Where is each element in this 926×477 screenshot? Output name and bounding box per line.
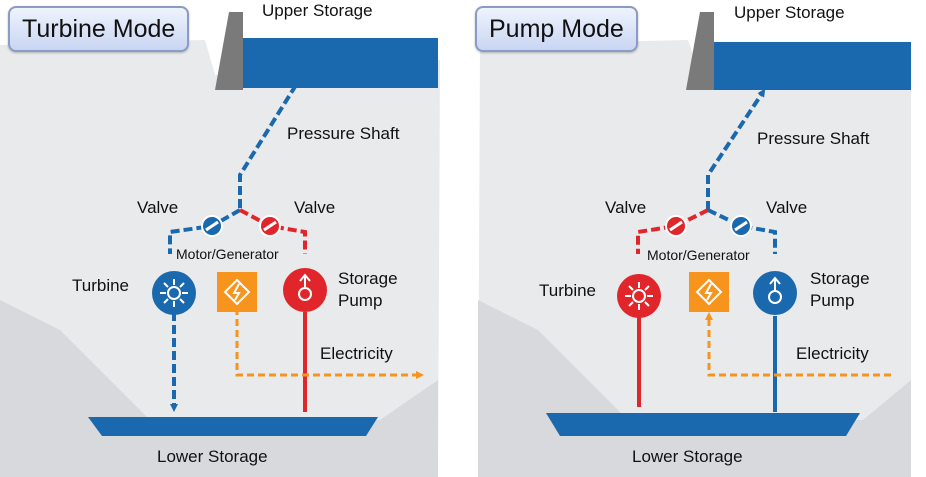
rock-mass <box>0 40 440 477</box>
lower-storage-label: Lower Storage <box>157 447 268 466</box>
mode-title: Turbine Mode <box>8 6 190 52</box>
turbine-mode-panel: Turbine Mode Upper Storage Pressure Shaf… <box>0 1 440 477</box>
mode-title: Pump Mode <box>475 6 638 52</box>
pump-up-arrow-icon <box>753 271 797 315</box>
upper-storage-water <box>243 38 438 88</box>
valve-left-label: Valve <box>137 198 179 217</box>
upper-storage-label: Upper Storage <box>734 3 845 22</box>
pressure-shaft-label: Pressure Shaft <box>287 124 400 143</box>
electricity-label: Electricity <box>796 344 869 363</box>
valve-pipe-right <box>707 208 777 254</box>
pressure-shaft-line <box>238 83 298 210</box>
valve-pipe-right <box>239 208 307 254</box>
turbine-fan-icon <box>152 271 196 315</box>
storage-pump-label: Storage Pump <box>810 269 870 310</box>
turbine-label: Turbine <box>539 281 597 300</box>
upper-storage-label: Upper Storage <box>262 1 373 20</box>
motor-generator-label: Motor/Generator <box>176 246 279 262</box>
lower-storage-water <box>546 413 860 436</box>
storage-pump-label: Storage Pump <box>338 269 398 310</box>
valve-pipe-left <box>636 208 709 254</box>
pump-up-arrow-icon <box>283 268 327 312</box>
electricity-line <box>235 308 424 379</box>
upper-storage-water <box>714 42 911 90</box>
turbine-label: Turbine <box>72 276 130 295</box>
pressure-shaft-line <box>706 88 766 210</box>
pump-mode-diagram <box>478 12 911 477</box>
turbine-mode-diagram <box>0 12 440 477</box>
valve-right-label: Valve <box>294 198 336 217</box>
lightning-bolt-icon <box>695 278 723 306</box>
motor-generator-label: Motor/Generator <box>647 247 750 263</box>
turbine-fan-icon <box>617 274 661 318</box>
pressure-shaft-label: Pressure Shaft <box>757 129 870 148</box>
dam <box>686 12 714 90</box>
electricity-line <box>705 312 891 377</box>
lower-storage-water <box>88 417 378 436</box>
electricity-label: Electricity <box>320 344 393 363</box>
valve-left-label: Valve <box>605 198 647 217</box>
lightning-bolt-icon <box>223 278 251 306</box>
rock-mass <box>478 40 911 477</box>
valve-right-label: Valve <box>766 198 808 217</box>
dam <box>215 12 243 90</box>
valve-pipe-left <box>168 208 241 254</box>
lower-storage-label: Lower Storage <box>632 447 743 466</box>
pump-mode-panel: Pump Mode Upper Storage Pressure Shaft V… <box>463 0 926 477</box>
